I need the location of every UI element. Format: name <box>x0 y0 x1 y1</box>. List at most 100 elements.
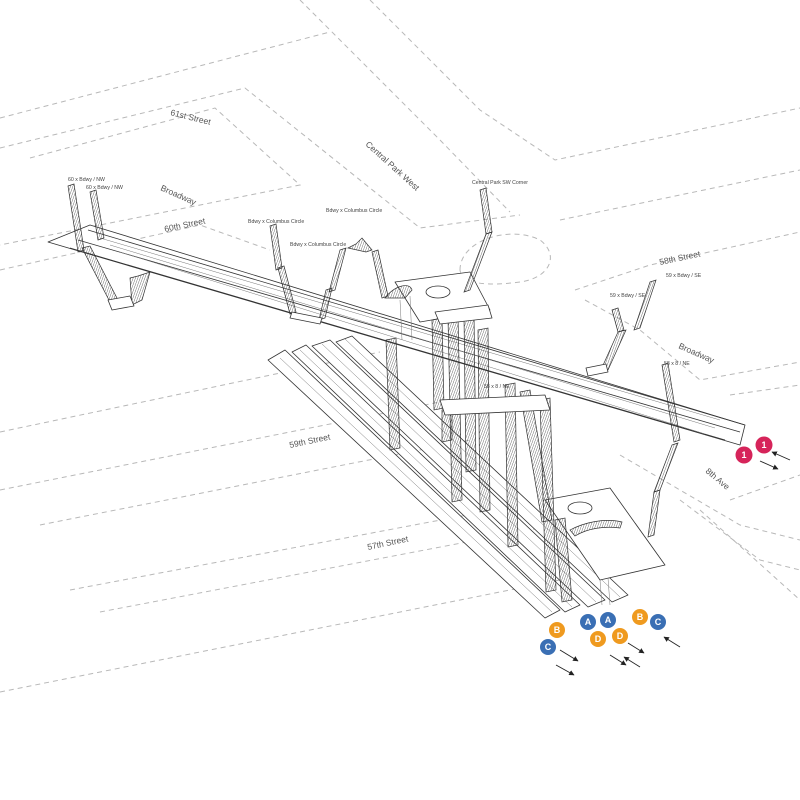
stair-60-bdwy-nw <box>89 189 105 241</box>
mezzanine-landing <box>434 304 493 325</box>
entrance-label: Central Park SW Corner <box>472 180 528 186</box>
broadway-platform <box>47 224 746 446</box>
line-badge: B <box>632 609 648 625</box>
escalator-shaft <box>477 327 491 513</box>
escalator-shaft <box>431 317 445 411</box>
track-line <box>99 237 721 421</box>
connector-line <box>599 579 603 606</box>
direction-arrow <box>555 664 575 676</box>
entrance-label: 60 x Bdwy / NW <box>86 185 123 191</box>
line-badge: C <box>540 639 556 655</box>
line-badge-circle <box>632 609 648 625</box>
line-badge: 1 <box>755 436 773 454</box>
line-badges: 1 1 B C A D A D <box>540 436 773 655</box>
entrance-label: Bdwy x Columbus Circle <box>326 208 382 214</box>
street-label-59th: 59th Street <box>288 431 331 450</box>
street-edge <box>369 0 800 161</box>
mezzanine-stair <box>569 520 623 537</box>
line-badge-circle <box>650 614 666 630</box>
line-badge-circle <box>590 631 606 647</box>
street-label-57th: 57th Street <box>366 533 409 552</box>
track-line <box>77 239 741 433</box>
mezzanine-opening <box>567 501 593 515</box>
street-edge <box>0 224 271 271</box>
mezzanine-opening <box>425 285 451 299</box>
connector-line <box>409 295 413 341</box>
stair-59-bdwy-se <box>611 307 625 333</box>
line-badge-label: C <box>545 642 552 652</box>
street-edge <box>559 169 800 221</box>
line-badge-label: A <box>605 615 612 625</box>
connector-line <box>399 299 403 341</box>
line-badge-label: 1 <box>741 450 746 460</box>
stair-59-bdwy-se <box>633 279 657 331</box>
stair-59-bdwy-se <box>599 329 627 373</box>
stair-bdwy-columbus <box>328 247 347 293</box>
direction-arrows <box>555 451 791 676</box>
line-badge-label: D <box>617 631 624 641</box>
stairways <box>67 183 681 606</box>
stair-landing <box>289 311 323 325</box>
street-edge <box>679 499 800 571</box>
street-edge <box>0 31 331 119</box>
line-badge-circle <box>735 446 753 464</box>
stair-58-8-ne <box>653 442 679 493</box>
street-edge <box>299 0 511 213</box>
stair-bdwy-columbus <box>277 265 297 315</box>
direction-arrow <box>609 654 627 666</box>
street-edge <box>729 474 800 501</box>
street-edge <box>0 87 521 229</box>
stair-bdwy-columbus <box>371 249 389 299</box>
line-badge-circle <box>600 612 616 628</box>
line-badge: D <box>612 628 628 644</box>
entrance-label: 58 x 8 / NE <box>484 384 510 390</box>
stair-bdwy-columbus <box>346 237 373 253</box>
street-edge <box>0 351 381 433</box>
stair-landing <box>107 295 135 311</box>
street-label-central-park-west: Central Park West <box>364 139 422 193</box>
entrance-label: Bdwy x Columbus Circle <box>290 242 346 248</box>
street-edge <box>0 107 302 246</box>
street-edge <box>729 384 800 396</box>
direction-arrow <box>559 649 579 662</box>
escalator-shaft <box>539 397 557 593</box>
escalator-shaft <box>554 517 573 603</box>
direction-arrow <box>627 642 645 654</box>
street-grid <box>0 0 800 693</box>
line-badge-circle <box>540 639 556 655</box>
track-line <box>299 349 573 608</box>
stair-bdwy-columbus <box>318 287 333 321</box>
street-label-58th: 58th Street <box>658 248 701 267</box>
escalator-shaft <box>463 313 477 473</box>
street-label-60th: 60th Street <box>163 215 206 234</box>
entrance-label: Bdwy x Columbus Circle <box>248 219 304 225</box>
entrance-label: 58 x 8 / NE <box>664 361 690 367</box>
line-badge-label: B <box>637 612 644 622</box>
direction-arrow <box>771 451 791 461</box>
line-badge-circle <box>612 628 628 644</box>
escalator-shaft <box>504 382 519 548</box>
line-badge-circle <box>549 622 565 638</box>
direction-arrow <box>759 460 779 470</box>
mezzanine-stair <box>384 285 413 299</box>
connector-line <box>607 577 611 606</box>
track-line <box>69 247 726 441</box>
lower-mezzanine <box>544 487 666 581</box>
line-badge-circle <box>580 614 596 630</box>
street-edge <box>699 509 800 601</box>
street-edge <box>0 579 561 693</box>
street-edge <box>39 439 471 526</box>
line-badge: D <box>590 631 606 647</box>
columbus-circle-outline <box>459 233 551 285</box>
stair-landing <box>585 363 609 377</box>
stair-cp-sw-corner <box>479 187 493 235</box>
direction-arrow <box>663 636 681 648</box>
track-line <box>109 244 716 429</box>
line-badge-label: D <box>595 634 602 644</box>
stair-cp-sw-corner <box>463 231 493 293</box>
stair-bdwy-columbus <box>269 223 283 271</box>
street-edge <box>574 231 800 291</box>
track-line <box>279 357 553 613</box>
stair-58-8-ne <box>647 489 661 538</box>
